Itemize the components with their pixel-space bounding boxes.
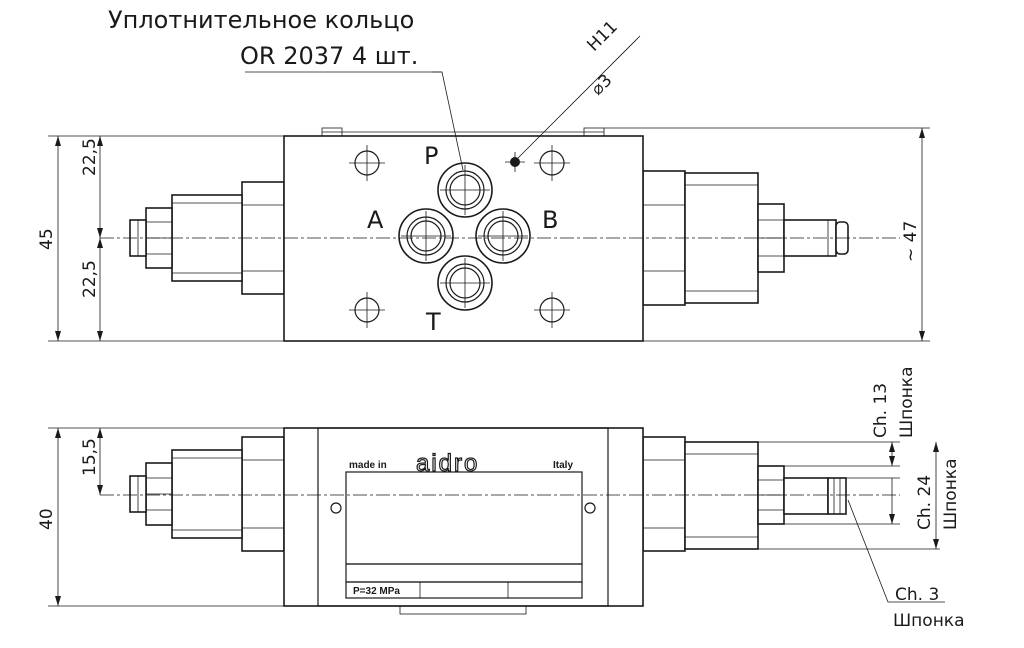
- key-ch3: Ch. 3: [895, 585, 939, 605]
- made-in-text: made in: [349, 460, 387, 471]
- bore-tolerance: H11: [583, 17, 621, 55]
- oring-callout-line2: OR 2037 4 шт.: [240, 42, 418, 70]
- label-plate: [330, 471, 596, 599]
- port-b: [475, 208, 531, 264]
- country-text: Italy: [553, 460, 573, 471]
- port-p-label: P: [424, 142, 438, 170]
- port-t: [437, 255, 493, 311]
- oring-callout-line1: Уплотнительное кольцо: [108, 6, 414, 34]
- port-t-label: T: [425, 308, 441, 336]
- port-a: [398, 208, 454, 264]
- dim-40: 40: [37, 508, 57, 530]
- valve-body-top: [283, 135, 644, 342]
- valve-body-side: [283, 427, 644, 607]
- right-adjuster: [642, 170, 849, 306]
- dim-22-5-upper: 22,5: [80, 138, 100, 176]
- top-view: P A B T: [48, 35, 930, 342]
- dim-45: 45: [37, 228, 57, 250]
- port-a-label: A: [367, 206, 384, 234]
- dim-22-5-lower: 22,5: [80, 260, 100, 298]
- left-adjuster: [129, 181, 285, 295]
- key-ch3-sub: Шпонка: [893, 611, 965, 631]
- key-ch24: Ch. 24: [915, 475, 935, 530]
- brand-logo: aidro: [416, 450, 479, 477]
- pressure-text: P=32 MPa: [353, 586, 400, 597]
- side-view: made in aidro Italy P=32 MPa: [48, 427, 945, 615]
- dimensions-top: [48, 127, 930, 342]
- dim-15-5: 15,5: [80, 438, 100, 476]
- ports: [398, 162, 531, 311]
- port-p: [437, 162, 493, 218]
- dimensions-side: [48, 427, 945, 607]
- bore-diameter: ⌀3: [587, 70, 616, 99]
- port-b-label: B: [542, 206, 558, 234]
- key-ch13: Ch. 13: [871, 383, 891, 438]
- key-ch13-sub: Шпонка: [897, 367, 917, 439]
- mounting-holes-top: [349, 145, 570, 328]
- dim-47: ~ 47: [901, 221, 921, 262]
- key-ch24-sub: Шпонка: [941, 459, 961, 531]
- pin-leader: [517, 35, 641, 159]
